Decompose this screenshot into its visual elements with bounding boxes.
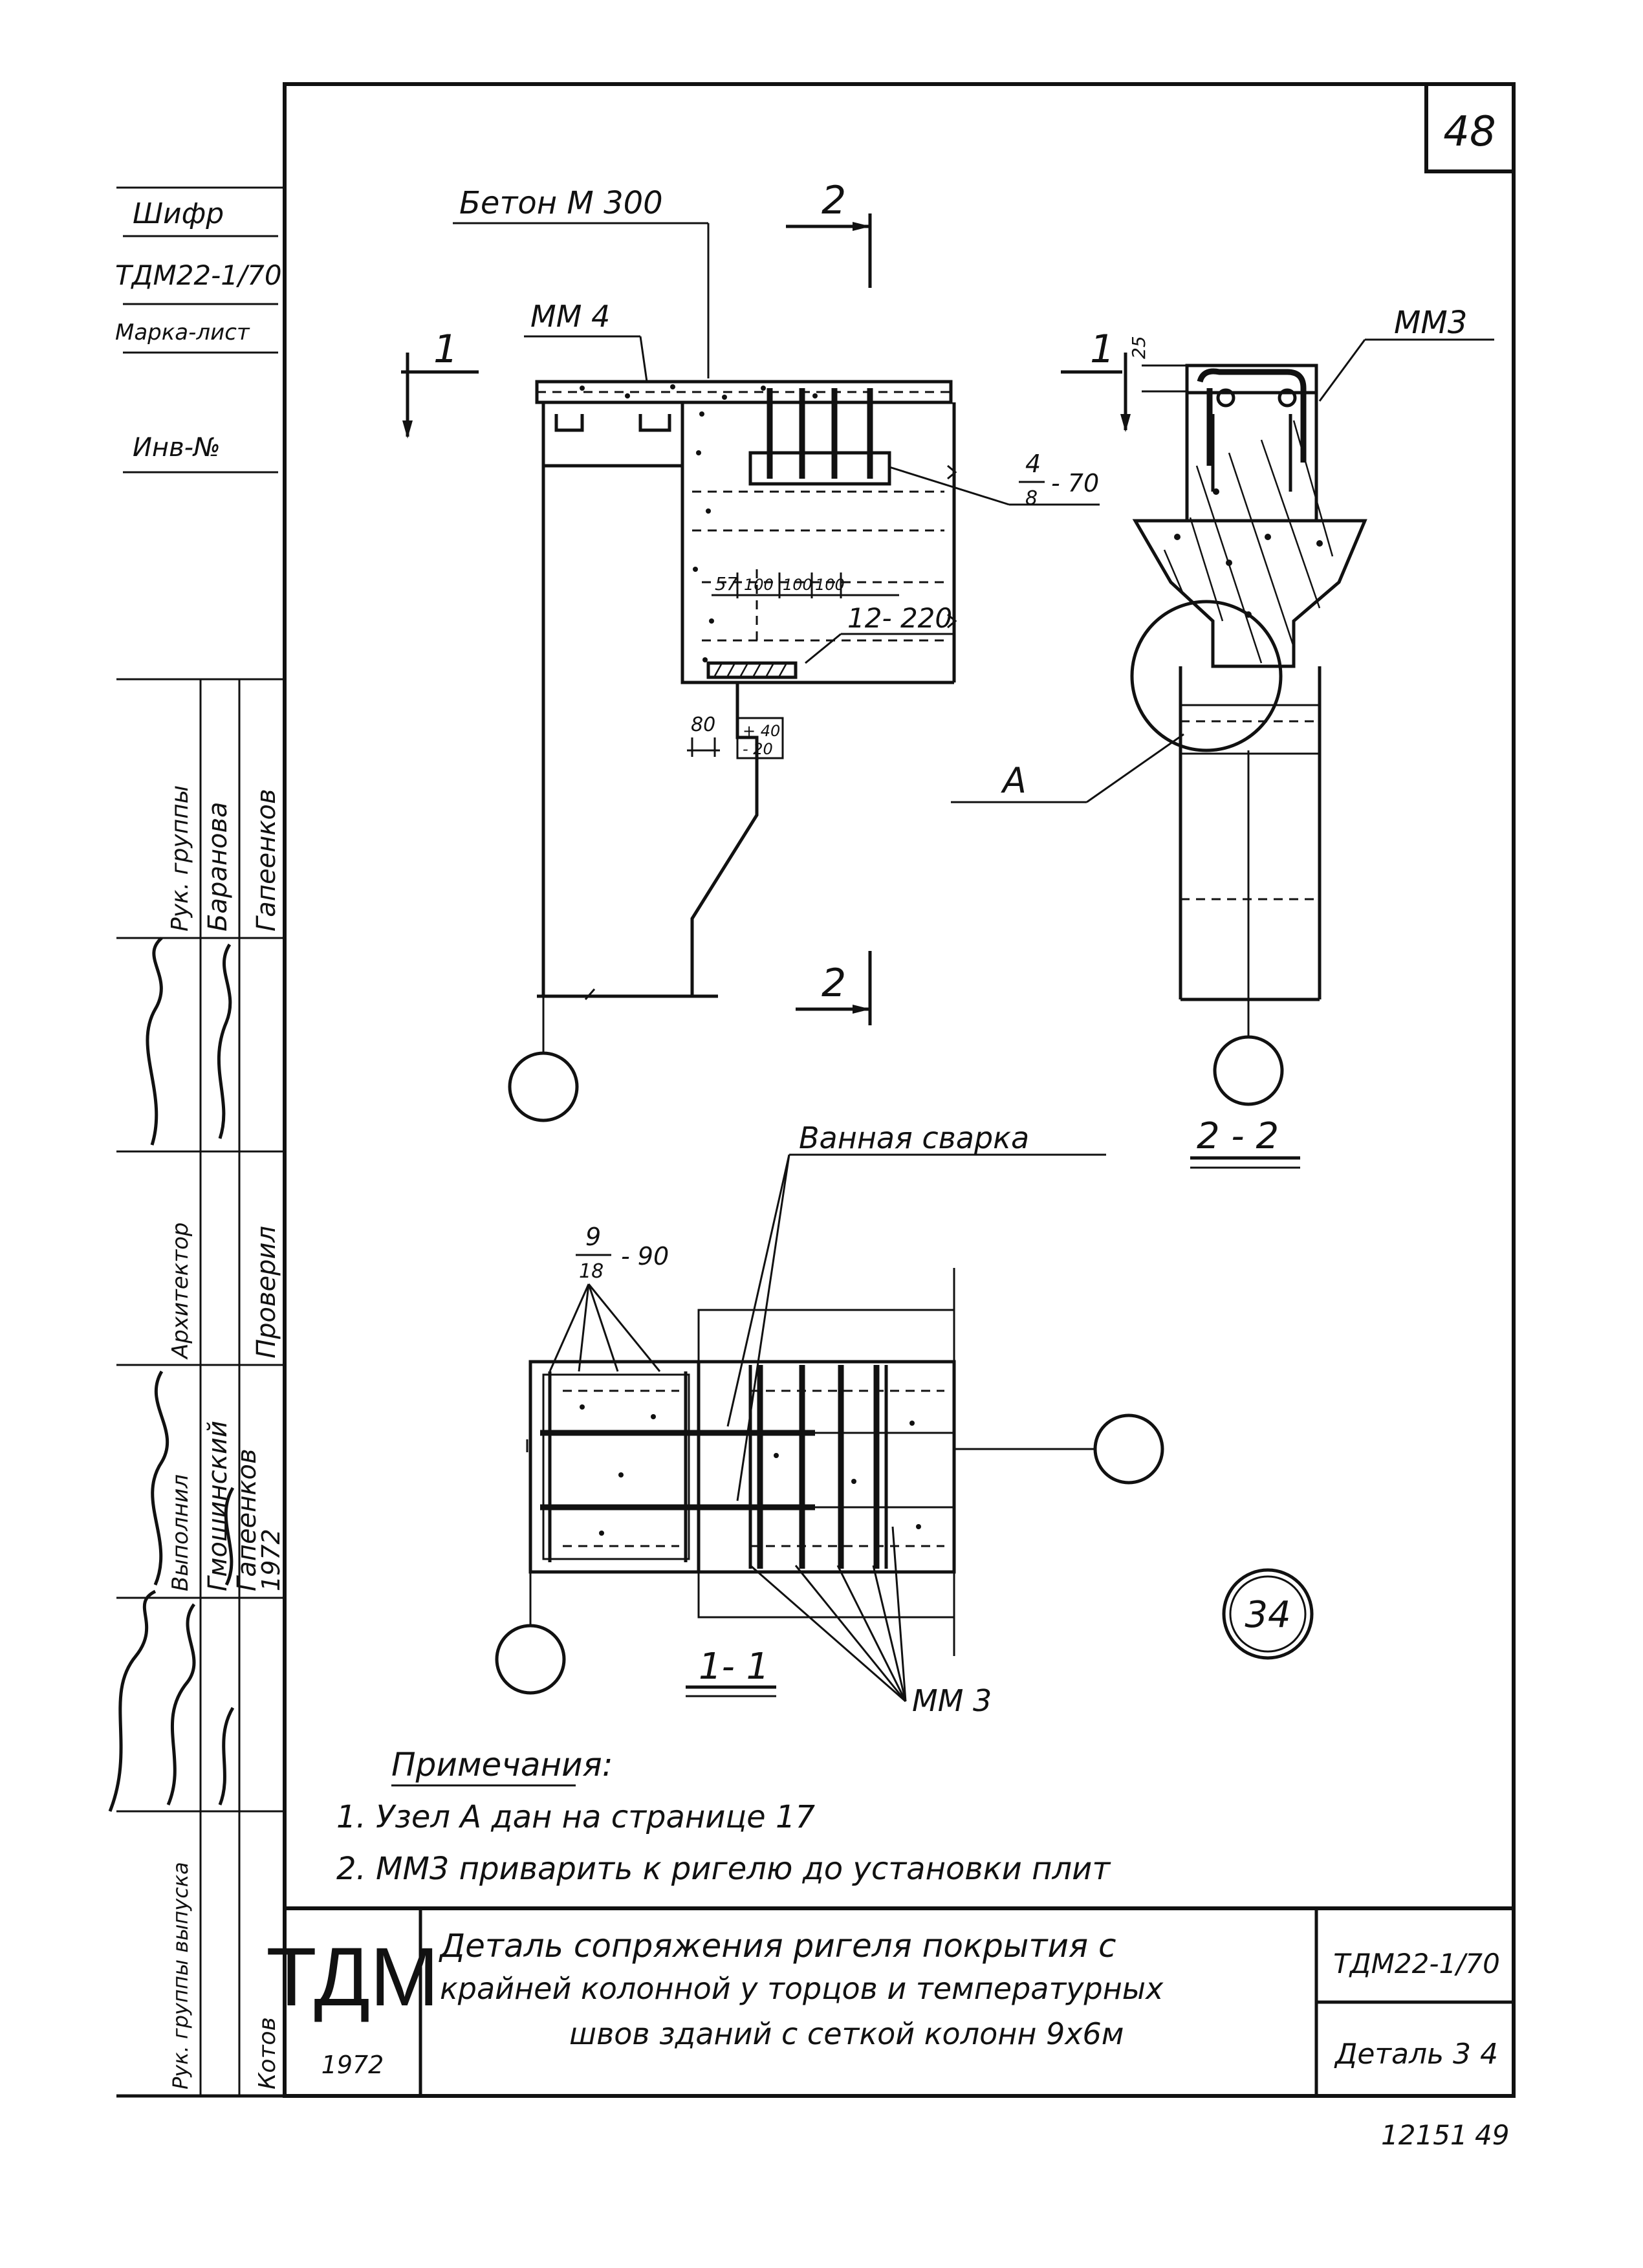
bottom-number: 49 bbox=[1475, 2119, 1509, 2151]
stamp-name: Гмошинский bbox=[203, 1421, 233, 1591]
page-number: 48 bbox=[1443, 108, 1496, 156]
main-elevation bbox=[401, 213, 1100, 1122]
cut-label-2-bottom: 2 bbox=[822, 961, 846, 1006]
axis-bubble bbox=[1093, 1413, 1164, 1485]
label-mm3-top: ММ3 bbox=[1394, 305, 1467, 341]
section-2-2 bbox=[951, 338, 1494, 1169]
section-1-1 bbox=[495, 1153, 1314, 1703]
bottom-number: 12151 bbox=[1381, 2119, 1468, 2151]
dim-100c: 100 bbox=[815, 576, 845, 594]
stamp-name: Баранова bbox=[203, 801, 233, 932]
note-item: 1. Узел А дан на странице 17 bbox=[336, 1799, 816, 1835]
detail-number: 34 bbox=[1245, 1594, 1290, 1636]
tol-plus: + 40 bbox=[743, 722, 780, 740]
dim-frac-tail: - 90 bbox=[621, 1242, 669, 1270]
title-line: швов зданий с сеткой колонн 9х6м bbox=[569, 2016, 1124, 2051]
sheet-frame bbox=[116, 82, 1516, 2098]
dim-frac-num: 9 bbox=[585, 1223, 601, 1251]
axis-bubble bbox=[1213, 1035, 1284, 1106]
stamp-inv-label: Инв-№ bbox=[133, 433, 221, 463]
dim-12-220: 12- 220 bbox=[847, 602, 952, 634]
dim-100a: 100 bbox=[744, 576, 774, 594]
axis-bubble bbox=[508, 1051, 579, 1122]
dim-25: 25 bbox=[1128, 336, 1149, 359]
stamp-role: Выполнил bbox=[168, 1474, 193, 1591]
cut-label-2-top: 2 bbox=[822, 178, 846, 223]
stamp-name: Проверил bbox=[252, 1226, 281, 1358]
label-beton: Бетон М 300 bbox=[459, 185, 663, 221]
title-block-logo: ТДМ bbox=[266, 1931, 439, 2023]
stamp-rows: Рук. группы Баранова Гапеенков Архитекто… bbox=[167, 785, 285, 2089]
title-line: Деталь сопряжения ригеля покрытия с bbox=[439, 1927, 1116, 1965]
dim-57: 57 bbox=[715, 573, 738, 594]
title-block-year: 1972 bbox=[321, 2051, 384, 2079]
section-label-2-2: 2 - 2 bbox=[1197, 1115, 1279, 1157]
title-line: крайней колонной у торцов и температурны… bbox=[440, 1971, 1164, 2006]
dim-100b: 100 bbox=[783, 576, 812, 594]
stamp-role: Рук. группы выпуска bbox=[168, 1862, 193, 2089]
label-node-a: А bbox=[1001, 760, 1027, 801]
dim-frac-den: 8 bbox=[1025, 487, 1038, 510]
title-block-detail: Деталь 3 4 bbox=[1334, 2038, 1498, 2071]
dim-frac-num: 4 bbox=[1025, 450, 1041, 478]
label-mm3-bottom: ММ 3 bbox=[912, 1683, 992, 1718]
title-block-code: ТДМ22-1/70 bbox=[1333, 1948, 1500, 1979]
dim-frac-tail: - 70 bbox=[1051, 469, 1099, 497]
note-item: 2. ММ3 приварить к ригелю до установки п… bbox=[336, 1851, 1111, 1887]
stamp-code: ТДМ22-1/70 bbox=[115, 259, 282, 291]
cut-label-1-left: 1 bbox=[433, 327, 458, 372]
stamp-name: Гапеенков bbox=[252, 789, 281, 932]
stamp-name: Гапеенков bbox=[232, 1448, 262, 1591]
stamp-year: 1972 bbox=[257, 1529, 285, 1591]
stamp-role: Рук. группы bbox=[167, 785, 193, 932]
stamp-cipher-label: Шифр bbox=[133, 197, 224, 230]
dim-frac-den: 18 bbox=[579, 1260, 604, 1283]
cut-label-1-right: 1 bbox=[1090, 327, 1115, 372]
label-weld: Ванная сварка bbox=[799, 1120, 1029, 1155]
tol-minus: - 20 bbox=[743, 740, 773, 758]
stamp-mark-label: Марка-лист bbox=[115, 320, 250, 345]
stamp-role: Архитектор bbox=[168, 1222, 193, 1360]
stamp-name: Котов bbox=[254, 2017, 281, 2089]
section-label-1-1: 1- 1 bbox=[699, 1646, 769, 1688]
axis-bubble bbox=[495, 1624, 566, 1695]
label-mm4: ММ 4 bbox=[530, 299, 610, 334]
notes-title: Примечания: bbox=[391, 1746, 613, 1783]
signatures bbox=[108, 937, 235, 1812]
dim-80: 80 bbox=[691, 714, 715, 736]
